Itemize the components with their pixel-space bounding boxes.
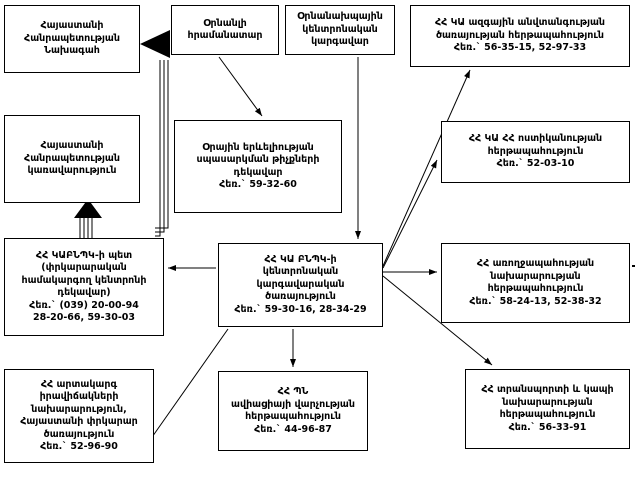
link-center-police [382,159,438,269]
node-government-label: Հայաստանի Հանրապետության կառավարություն [24,140,120,177]
node-emergency-ministry-label: ՀՀ արտակարգ իրավիճակների նախարարություն,… [20,378,138,453]
rail-to-government [79,220,93,238]
link-center-emergency [149,328,229,441]
node-central-dispatcher-label: Օրնանախպային կենտրոնական կարգավար [297,11,383,48]
node-central-dispatch-service-label: ՀՀ ԿԱ ԲՆՊԿ-ի կենտրոնական կարգավարական ծա… [234,253,367,315]
node-duty-commander-label: Օրնանլի հրամանատար [187,17,263,42]
arrow-to-president [140,30,170,58]
escalation-rails [79,218,93,238]
node-health-ministry[interactable]: ՀՀ առողջապահության նախարարության հերթապա… [441,243,630,323]
node-police-label: ՀՀ ԿԱ ՀՀ ոստիկանության հերթապահություն Հ… [468,133,603,170]
node-central-dispatcher[interactable]: Օրնանախպային կենտրոնական կարգավար [285,5,395,55]
node-transport-ministry[interactable]: ՀՀ տրանսպորտի և կապի նախարարության հերթա… [465,369,630,449]
node-national-security[interactable]: ՀՀ ԿԱ ազգային անվտանգության ծառայության … [410,5,630,67]
node-president-label: Հայաստանի Հանրապետության Նախագահ [24,20,120,57]
node-health-ministry-label: ՀՀ առողջապահության նախարարության հերթապա… [469,258,602,307]
node-transport-ministry-label: ՀՀ տրանսպորտի և կապի նախարարության հերթա… [481,384,614,433]
node-mod-aviation-label: ՀՀ ՊՆ ավիացիայի վարչության հերթապահությո… [231,386,355,435]
node-police[interactable]: ՀՀ ԿԱ ՀՀ ոստիկանության հերթապահություն Հ… [441,121,630,183]
node-air-traffic-service-label: Օրային երևելիության սպասարկման թիչքների … [196,141,320,191]
node-national-security-label: ՀՀ ԿԱ ազգային անվտանգության ծառայության … [434,17,606,54]
node-president[interactable]: Հայաստանի Հանրապետության Նախագահ [4,5,140,73]
node-kabnpk-head-label: ՀՀ ԿԱԲՆՊԿ-ի պետ (փրկարարական համակարգող … [21,249,147,324]
node-government[interactable]: Հայաստանի Հանրապետության կառավարություն [4,115,140,203]
link-dutycmd-airtraffic [218,56,263,117]
node-kabnpk-head[interactable]: ՀՀ ԿԱԲՆՊԿ-ի պետ (փրկարարական համակարգող … [4,238,164,336]
node-duty-commander[interactable]: Օրնանլի հրամանատար [171,5,279,55]
node-central-dispatch-service[interactable]: ՀՀ ԿԱ ԲՆՊԿ-ի կենտրոնական կարգավարական ծա… [218,243,383,327]
rail-to-president [155,60,169,237]
node-mod-aviation[interactable]: ՀՀ ՊՆ ավիացիայի վարչության հերթապահությո… [218,371,368,451]
node-air-traffic-service[interactable]: Օրային երևելիության սպասարկման թիչքների … [174,120,342,213]
node-emergency-ministry[interactable]: ՀՀ արտակարգ իրավիճակների նախարարություն,… [4,369,154,463]
